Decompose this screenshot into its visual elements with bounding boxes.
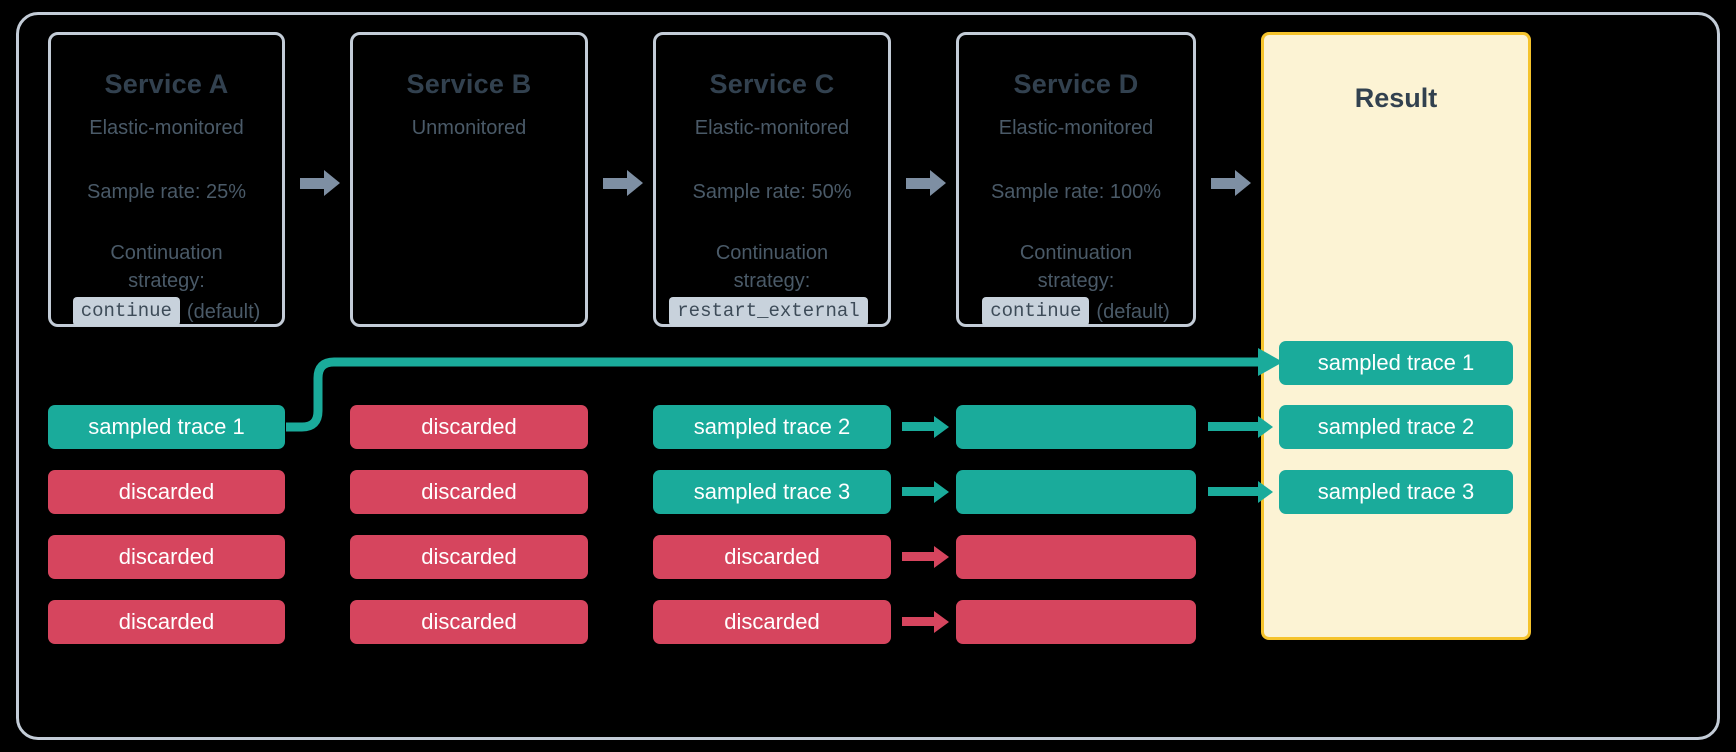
trace-label: sampled trace 2 xyxy=(693,414,851,439)
trace-label: discarded xyxy=(421,479,517,504)
flow-arrow-a-to-b xyxy=(300,170,340,196)
trace-arrow-c-to-d-row4 xyxy=(902,611,952,633)
continuation-label: Continuation xyxy=(715,242,829,264)
service-title: Service B xyxy=(406,69,532,99)
trace-bar: discarded xyxy=(350,600,588,644)
flow-arrow-d-to-result xyxy=(1211,170,1251,196)
strategy-note: (default) xyxy=(1096,300,1170,323)
sampled-trace-1-connector xyxy=(286,348,1283,432)
trace-bar: discarded xyxy=(350,470,588,514)
service-title: Service D xyxy=(1013,69,1139,99)
trace-bar: sampled trace 1 xyxy=(48,405,285,449)
result-box: Result xyxy=(1261,32,1531,640)
trace-label: sampled trace 3 xyxy=(693,479,851,504)
trace-bar: sampled trace 3 xyxy=(653,470,891,514)
trace-arrow-d-to-result-row3 xyxy=(1208,481,1276,503)
service-monitoring: Unmonitored xyxy=(411,117,527,139)
trace-bar: discarded xyxy=(48,470,285,514)
trace-bar: discarded xyxy=(653,600,891,644)
trace-bar: discarded xyxy=(48,535,285,579)
strategy-line: continue (default) xyxy=(959,297,1193,326)
flow-arrow-c-to-d xyxy=(906,170,946,196)
result-trace-bar: sampled trace 1 xyxy=(1279,341,1513,385)
service-sample-rate: Sample rate: 100% xyxy=(990,181,1162,203)
trace-bar xyxy=(956,405,1196,449)
trace-label: discarded xyxy=(421,544,517,569)
trace-label: sampled trace 3 xyxy=(1317,479,1475,504)
service-box-a: Service A Elastic-monitored Sample rate:… xyxy=(48,32,285,327)
service-box-c: Service C Elastic-monitored Sample rate:… xyxy=(653,32,891,327)
trace-label: discarded xyxy=(724,609,820,634)
result-trace-bar: sampled trace 3 xyxy=(1279,470,1513,514)
service-monitoring: Elastic-monitored xyxy=(694,117,850,139)
trace-label: sampled trace 1 xyxy=(88,414,245,439)
trace-label: discarded xyxy=(118,609,215,634)
trace-label: sampled trace 2 xyxy=(1317,414,1475,439)
trace-bar xyxy=(956,600,1196,644)
trace-bar xyxy=(956,535,1196,579)
continuation-label: Continuation xyxy=(1019,242,1133,264)
continuation-label: Continuation xyxy=(110,242,223,264)
trace-bar: discarded xyxy=(350,535,588,579)
strategy-code-chip: restart_external xyxy=(669,297,868,326)
strategy-label: strategy: xyxy=(1037,270,1115,292)
service-box-b: Service B Unmonitored xyxy=(350,32,588,327)
strategy-code-chip: continue xyxy=(72,297,180,326)
trace-label: discarded xyxy=(118,479,215,504)
service-sample-rate: Sample rate: 50% xyxy=(692,181,852,203)
trace-bar: discarded xyxy=(653,535,891,579)
service-title: Service C xyxy=(709,69,835,99)
strategy-label: strategy: xyxy=(733,270,811,292)
trace-arrow-c-to-d-row2 xyxy=(902,481,952,503)
trace-arrow-d-to-result-row2 xyxy=(1208,416,1276,438)
trace-label: discarded xyxy=(421,609,517,634)
trace-label: discarded xyxy=(724,544,820,569)
service-monitoring: Elastic-monitored xyxy=(89,117,244,139)
result-trace-bar: sampled trace 2 xyxy=(1279,405,1513,449)
trace-arrow-c-to-d-row3 xyxy=(902,546,952,568)
trace-bar xyxy=(956,470,1196,514)
service-monitoring: Elastic-monitored xyxy=(998,117,1154,139)
service-sample-rate: Sample rate: 25% xyxy=(87,181,246,203)
result-title: Result xyxy=(1354,83,1438,113)
trace-bar: discarded xyxy=(350,405,588,449)
trace-bar: discarded xyxy=(48,600,285,644)
strategy-note: (default) xyxy=(186,300,261,323)
service-title: Service A xyxy=(104,69,229,99)
trace-label: discarded xyxy=(118,544,215,569)
strategy-line: restart_external xyxy=(656,297,888,326)
strategy-label: strategy: xyxy=(128,270,205,292)
trace-arrow-c-to-d-row1 xyxy=(902,416,952,438)
strategy-line: continue (default) xyxy=(51,297,282,326)
trace-label: sampled trace 1 xyxy=(1317,350,1475,375)
trace-bar: sampled trace 2 xyxy=(653,405,891,449)
strategy-code-chip: continue xyxy=(982,297,1090,326)
outer-frame xyxy=(16,12,1720,740)
service-box-d: Service D Elastic-monitored Sample rate:… xyxy=(956,32,1196,327)
trace-label: discarded xyxy=(421,414,517,439)
flow-arrow-b-to-c xyxy=(603,170,643,196)
